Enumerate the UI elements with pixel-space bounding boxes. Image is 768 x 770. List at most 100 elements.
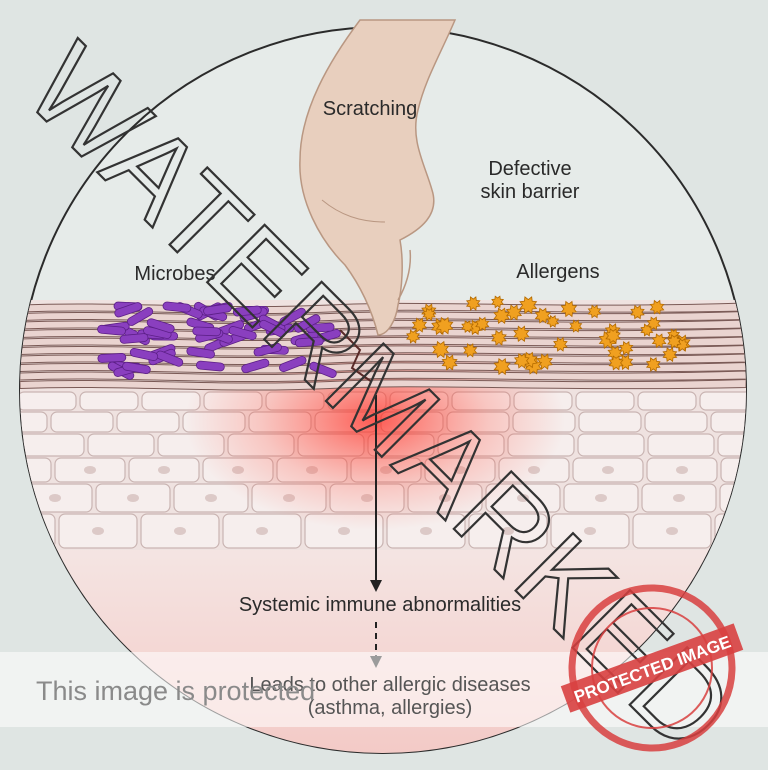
- cell-nucleus: [420, 527, 432, 535]
- allergen: [406, 329, 421, 344]
- allergen: [630, 304, 645, 320]
- microbe: [259, 319, 286, 338]
- allergen: [491, 295, 505, 309]
- allergen: [493, 357, 511, 376]
- microbe: [126, 307, 154, 326]
- allergen: [553, 336, 568, 352]
- skin-cell: [116, 411, 180, 433]
- allergen: [608, 355, 624, 371]
- skin-cell: [20, 433, 85, 457]
- microbe: [253, 342, 282, 357]
- cell-nucleus: [20, 527, 22, 535]
- microbe: [114, 302, 143, 318]
- microbe: [294, 336, 324, 348]
- label-allergens: Allergens: [516, 261, 600, 283]
- cell-nucleus: [158, 466, 170, 474]
- allergen: [667, 334, 682, 349]
- allergen: [435, 316, 454, 335]
- cell-nucleus: [751, 494, 763, 502]
- allergen: [422, 307, 436, 321]
- skin-cell: [87, 433, 155, 457]
- cell-nucleus: [205, 494, 217, 502]
- cell-nucleus: [602, 466, 614, 474]
- skin-cell: [20, 411, 48, 433]
- microbe: [122, 361, 151, 375]
- microbe: [228, 326, 257, 341]
- skin-cell: [577, 433, 645, 457]
- allergen: [662, 347, 678, 363]
- cell-nucleus: [127, 494, 139, 502]
- microbe: [192, 326, 222, 337]
- allergen: [536, 353, 553, 370]
- allergen: [475, 316, 490, 332]
- cell-nucleus: [748, 527, 760, 535]
- cell-nucleus: [595, 494, 607, 502]
- allergen: [646, 316, 661, 331]
- allergen: [463, 343, 478, 358]
- skin-cell: [644, 411, 708, 433]
- label-leads-to-allergic: Leads to other allergic diseases (asthma…: [180, 674, 600, 720]
- label-systemic-immune: Systemic immune abnormalities: [238, 594, 522, 616]
- skin-cell: [720, 457, 746, 483]
- skin-cell: [20, 391, 77, 411]
- allergen: [441, 354, 458, 371]
- label-scratching: Scratching: [322, 98, 418, 120]
- skin-cell: [699, 391, 746, 411]
- cell-nucleus: [49, 494, 61, 502]
- allergen: [560, 300, 578, 318]
- allergen: [546, 315, 560, 328]
- allergen: [513, 352, 530, 369]
- allergen: [411, 317, 428, 333]
- cell-nucleus: [666, 527, 678, 535]
- cell-nucleus: [673, 494, 685, 502]
- corneum-flake: [20, 378, 746, 391]
- allergen: [493, 307, 510, 325]
- microbe: [309, 361, 337, 378]
- cell-nucleus: [338, 527, 350, 535]
- microbe: [146, 318, 175, 334]
- cell-nucleus: [584, 527, 596, 535]
- microbe: [97, 353, 127, 363]
- skin-cell: [647, 433, 715, 457]
- skin-cell: [79, 391, 139, 411]
- allergen: [587, 304, 602, 319]
- cell-nucleus: [92, 527, 104, 535]
- microbe: [203, 303, 232, 316]
- allergen: [649, 299, 665, 315]
- skin-cell: [50, 411, 114, 433]
- microbe: [279, 355, 307, 373]
- allergen: [491, 329, 507, 346]
- banner-text: This image is protected: [36, 676, 316, 706]
- allergen: [645, 357, 661, 372]
- allergen: [513, 325, 530, 343]
- microbe: [97, 324, 126, 336]
- skin-cell: [710, 411, 746, 433]
- corneum-flake: [20, 370, 746, 383]
- microbe: [196, 360, 225, 372]
- allergen: [534, 307, 551, 324]
- cell-nucleus: [174, 527, 186, 535]
- skin-cell: [20, 457, 52, 483]
- arrow-systemic-head: [370, 580, 382, 592]
- microbe: [241, 358, 270, 374]
- allergen: [619, 341, 634, 356]
- allergen: [651, 333, 667, 349]
- cell-nucleus: [20, 466, 22, 474]
- label-defective-skin-barrier: Defective skin barrier: [460, 158, 600, 204]
- microbe: [293, 314, 321, 333]
- microbe: [186, 346, 215, 359]
- allergen: [675, 338, 690, 352]
- label-defective-line1: Defective: [488, 158, 572, 180]
- cell-nucleus: [676, 466, 688, 474]
- allergen: [605, 328, 621, 344]
- skin-cell: [637, 391, 697, 411]
- microbe: [119, 333, 149, 344]
- cell-nucleus: [750, 466, 762, 474]
- label-microbes: Microbes: [134, 263, 216, 285]
- skin-cell: [575, 391, 635, 411]
- allergen: [461, 320, 474, 333]
- skin-cell: [717, 433, 746, 457]
- microbes-cluster: [97, 301, 341, 380]
- barrier-crack: [339, 329, 373, 383]
